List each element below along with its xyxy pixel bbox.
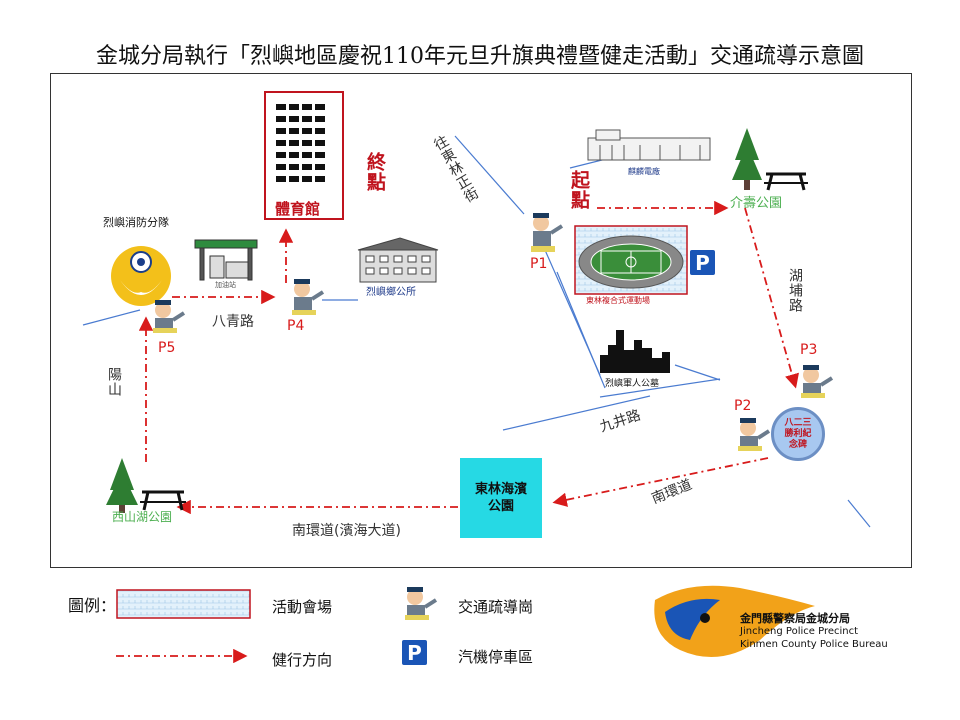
- legend-direction-label: 健行方向: [272, 651, 333, 669]
- legend-venue-label: 活動會場: [272, 598, 333, 616]
- road-cemetery: [674, 364, 721, 381]
- legend-venue-swatch: [116, 589, 251, 619]
- jieshou-park-label: 介壽公園: [730, 196, 783, 211]
- bench-icon-xishan: [140, 490, 186, 511]
- gas-station-label: 加油站: [215, 281, 236, 289]
- road-label-hu-pu: 湖埔路: [787, 268, 803, 313]
- map-frame: [50, 73, 912, 568]
- precinct-logo-icon: [654, 585, 815, 658]
- end-point-label: 終點: [364, 152, 386, 192]
- township-office-icon: [357, 237, 439, 283]
- road-ba-qing-west: [82, 309, 141, 326]
- road-label-nan-huan-coastal: 南環道(濱海大道): [292, 523, 401, 539]
- traffic-officer-icons: [153, 213, 834, 620]
- gym-label: 體育館: [275, 200, 321, 218]
- legend-parking-label: 汽機停車區: [458, 648, 534, 666]
- officer-icon-p4: [292, 279, 325, 315]
- cemetery-label: 烈嶼軍人公墓: [605, 379, 660, 389]
- road-dong-lin-st: [454, 135, 525, 215]
- road-diag-2: [544, 249, 601, 376]
- gas-station-icon: [194, 239, 258, 281]
- officer-icon-p2: [738, 418, 771, 451]
- power-plant-label: 麒麟電廠: [628, 167, 660, 176]
- officer-icon-p1: [531, 213, 564, 252]
- officer-icon-legend: [405, 587, 438, 620]
- road-label-ba-qing: 八青路: [212, 314, 254, 330]
- start-point-label: 起點: [568, 170, 590, 210]
- logo-line-2: Jincheng Police Precinct: [740, 626, 859, 637]
- road-se: [847, 499, 871, 528]
- tree-icon-xishan: [106, 458, 138, 513]
- logo-line-3: Kinmen County Police Bureau: [740, 639, 888, 650]
- parking-icon-legend: P: [402, 640, 427, 665]
- page-title: 金城分局執行「烈嶼地區慶祝110年元旦升旗典禮暨健走活動」交通疏導示意圖: [96, 44, 864, 69]
- cemetery-icon: [600, 330, 670, 373]
- logo-line-1: 金門縣警察局金城分局: [740, 612, 850, 625]
- post-label-p2: P2: [734, 398, 752, 414]
- officer-icon-p3: [801, 365, 834, 398]
- bench-icon-jieshou: [764, 172, 808, 191]
- township-office-label: 烈嶼鄉公所: [366, 287, 416, 298]
- route-memorial-to-beach: [552, 457, 769, 507]
- post-label-p5: P5: [158, 340, 176, 356]
- route-arrows: [138, 200, 799, 515]
- post-label-p3: P3: [800, 342, 818, 358]
- beach-park-box: 東林海濱公園: [460, 458, 542, 538]
- route-jieshou-to-p3: [744, 207, 799, 389]
- fire-station-emblem-icon: [111, 246, 171, 306]
- memorial-badge: 八二三勝利紀念碑: [771, 407, 825, 461]
- parking-icon-map: P: [690, 250, 715, 275]
- precinct-logo-text: 金門縣警察局金城分局 Jincheng Police Precinct Kinm…: [740, 612, 888, 651]
- road-jiu-jing-1: [502, 395, 651, 431]
- fire-station-label: 烈嶼消防分隊: [103, 216, 169, 229]
- road-jiu-jing-2: [599, 378, 721, 398]
- legend-title: 圖例：: [68, 596, 117, 615]
- legend-traffic-post-label: 交通疏導崗: [458, 598, 534, 616]
- stadium-icon: [574, 225, 688, 295]
- tree-icon-jieshou: [732, 128, 762, 190]
- power-plant-icon: [587, 129, 711, 161]
- post-label-p1: P1: [530, 256, 548, 272]
- officer-icon-p5: [153, 300, 186, 333]
- stadium-label: 東林複合式運動場: [586, 296, 650, 305]
- gym-building-icon: [264, 91, 344, 220]
- xishan-park-label: 西山湖公園: [112, 510, 173, 524]
- memorial-label: 八二三勝利紀念碑: [784, 417, 812, 450]
- post-label-p4: P4: [287, 318, 305, 334]
- beach-park-label: 東林海濱公園: [474, 482, 527, 514]
- road-label-yang-shan: 陽山: [106, 367, 122, 397]
